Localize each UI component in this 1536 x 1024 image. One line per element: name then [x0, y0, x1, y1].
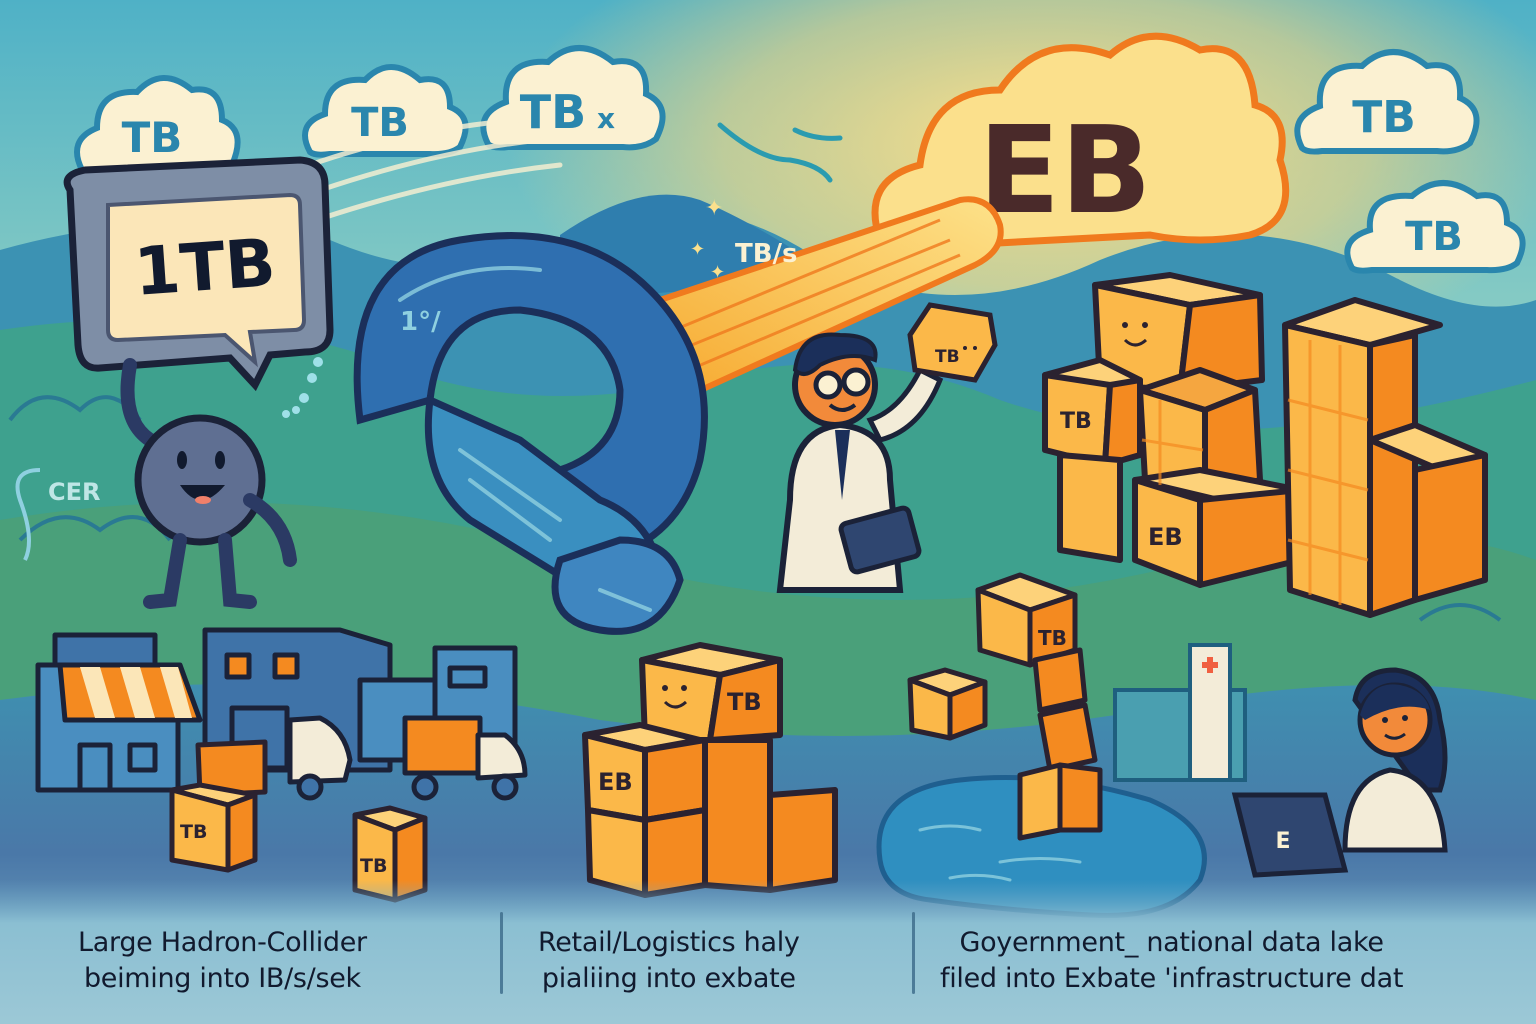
retail-box-labels: TB TB [180, 821, 387, 877]
retail-district [35, 627, 528, 801]
squiggles [717, 122, 843, 183]
svg-text:TB: TB [935, 347, 960, 367]
scientist-male [776, 332, 944, 593]
caption-line: filed into Exbate 'infrastructure dat [940, 963, 1404, 994]
svg-text:x: x [597, 102, 615, 135]
laptop-icon: E [1231, 792, 1349, 878]
scientist-female: E [1231, 667, 1448, 878]
cern-label: CER [15, 468, 101, 561]
svg-text:TB: TB [180, 821, 207, 843]
smiley-face-icon [662, 685, 688, 709]
caption-government: Goyernment_ national data lake filed int… [940, 925, 1403, 997]
retail-boxes [169, 739, 428, 903]
svg-text:E: E [1275, 829, 1290, 854]
lake-box-stack [907, 572, 1103, 841]
svg-text:EB: EB [598, 768, 633, 796]
caption-divider [912, 912, 915, 994]
sky-cloud: TB x [480, 45, 666, 151]
svg-text:1°/: 1°/ [400, 307, 441, 337]
caption-line: beiming into IB/s/sek [83, 963, 361, 994]
stream-dots [282, 357, 323, 418]
box-grid-lines [1141, 340, 1369, 605]
stack-labels: TB EB [1060, 409, 1183, 551]
lake-ripples [918, 824, 1082, 882]
caption-band [0, 880, 1536, 1024]
svg-text:✦: ✦ [690, 239, 705, 259]
svg-text:TB: TB [727, 688, 762, 716]
svg-text:EB: EB [1148, 523, 1183, 551]
caption-divider [500, 912, 503, 994]
eb-box-stack [1042, 272, 1488, 618]
svg-text:TB: TB [1352, 92, 1416, 143]
svg-text:TB: TB [1060, 409, 1092, 434]
rate-label: TB/s [735, 239, 798, 269]
caption-line: Large Hadron-Collider [78, 927, 367, 958]
svg-text:TB: TB [360, 855, 387, 877]
hospital-building [1113, 643, 1247, 782]
caption-retail: Retail/Logistics haly pialiing into exba… [538, 925, 800, 997]
svg-text:TB: TB [520, 85, 586, 139]
svg-text:TB: TB [122, 113, 183, 162]
caption-line: Retail/Logistics haly [538, 927, 800, 958]
svg-text:CER: CER [48, 478, 101, 506]
tb-sign: 1TB [63, 156, 334, 392]
smiley-face-icon [1122, 322, 1148, 347]
center-stack-labels: TB EB [598, 688, 762, 796]
svg-text:✦: ✦ [705, 195, 723, 220]
caption-lhc: Large Hadron-Collider beiming into IB/s/… [78, 925, 367, 997]
svg-text:1TB: 1TB [132, 224, 278, 311]
sky-cloud: TB [1344, 180, 1526, 274]
sparkle-icons: ✦ ✦ ✦ [690, 195, 725, 282]
svg-text:TB: TB [1405, 214, 1463, 260]
lake-box-label: TB [1038, 626, 1067, 650]
eb-cloud: EB [871, 32, 1290, 253]
data-mascot [120, 358, 297, 609]
scientist-box: TB [907, 302, 998, 383]
svg-text:✦: ✦ [710, 262, 725, 282]
tablet-icon [838, 505, 922, 575]
accelerator-tube: 1°/ TB/s ✦ ✦ ✦ [353, 195, 798, 635]
sky-cloud: TB [1294, 49, 1480, 155]
medical-cross-icon [1202, 657, 1218, 673]
svg-text:EB: EB [978, 102, 1151, 241]
caption-line: Goyernment_ national data lake [959, 927, 1384, 958]
center-box-stack [582, 642, 838, 898]
caption-line: pialiing into exbate [541, 963, 796, 994]
